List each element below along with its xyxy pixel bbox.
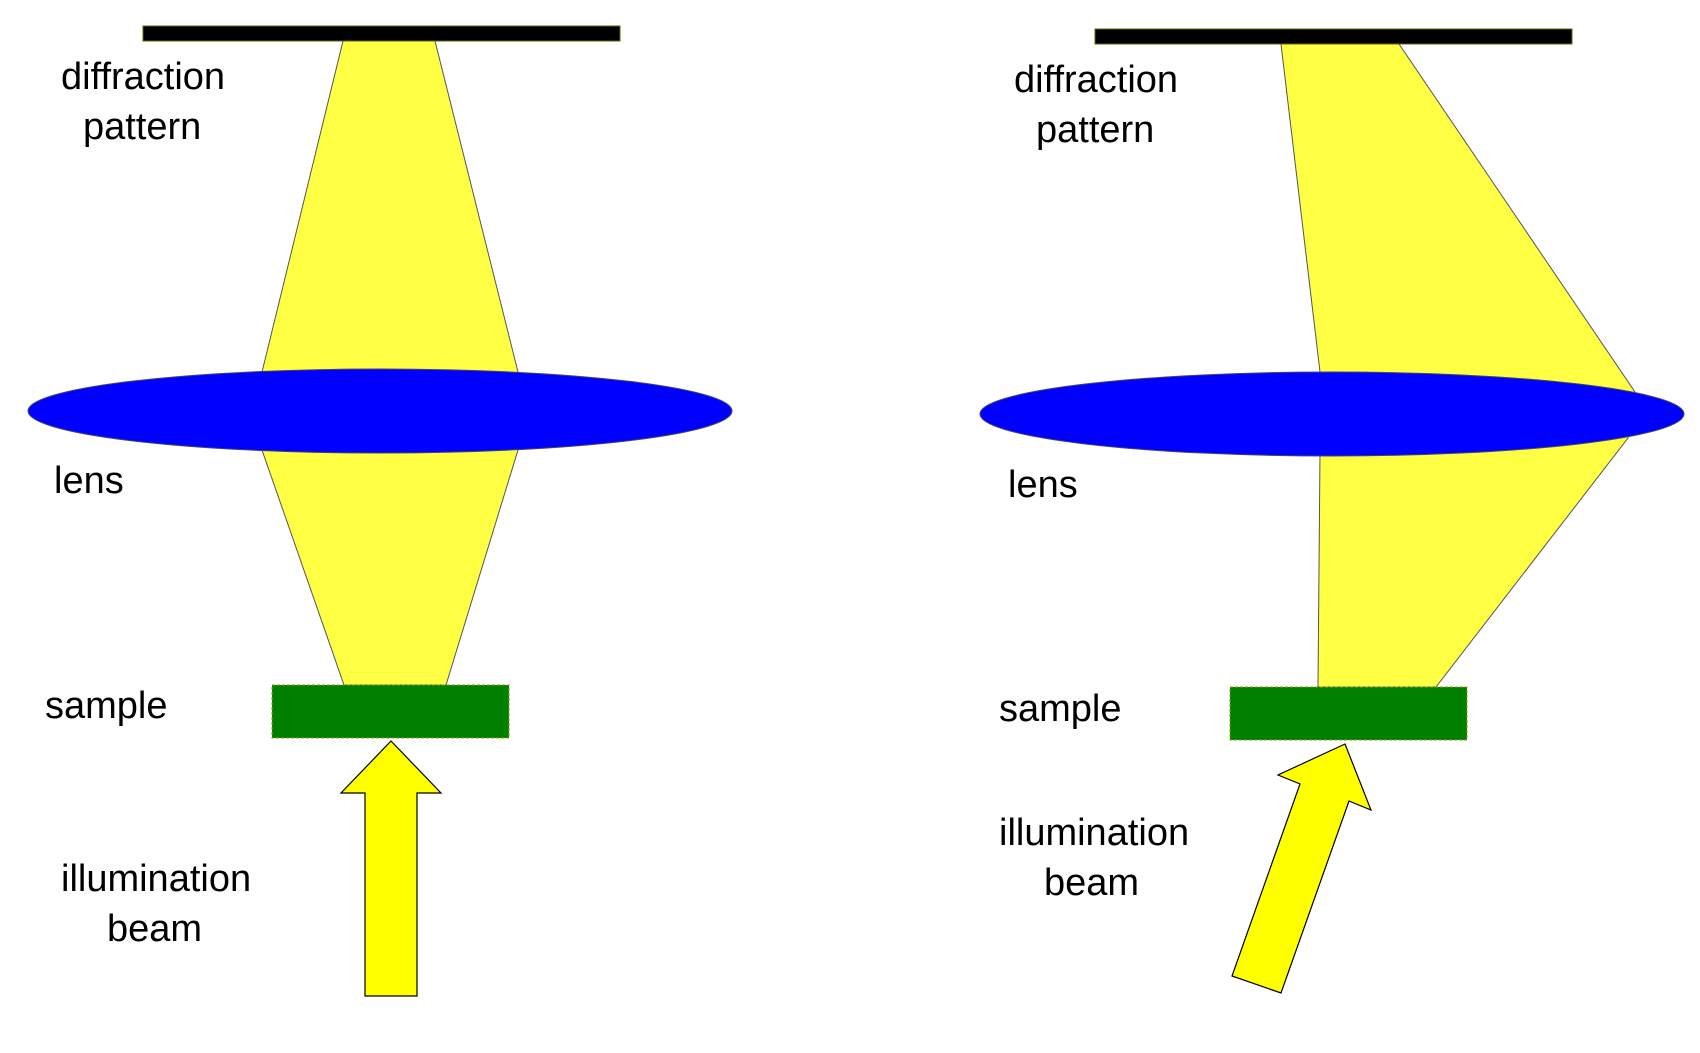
illumination-label-right-line2: beam xyxy=(1044,862,1139,904)
diffraction-label-right-line1: diffraction xyxy=(1014,59,1178,101)
illumination-label-right-line1: illumination xyxy=(999,812,1189,854)
panel-oblique-incidence: diffraction pattern lens sample illumina… xyxy=(979,28,1685,994)
lens-right xyxy=(979,371,1685,457)
illumination-label-left-line1: illumination xyxy=(61,858,251,900)
illumination-label-left-line2: beam xyxy=(107,908,202,950)
sample-right xyxy=(1229,686,1468,741)
light-cone-right xyxy=(1280,43,1636,688)
sample-label-right: sample xyxy=(999,688,1122,730)
diffraction-label-left-line2: pattern xyxy=(83,106,201,148)
light-cone-left xyxy=(261,40,519,686)
sample-left xyxy=(271,684,510,739)
illumination-arrow-left xyxy=(339,740,443,997)
diffraction-label-left-line1: diffraction xyxy=(61,56,225,98)
lens-label-right: lens xyxy=(1008,464,1078,506)
diffraction-label-right-line2: pattern xyxy=(1036,109,1154,151)
diffraction-screen-left xyxy=(142,25,621,42)
sample-label-left: sample xyxy=(45,685,168,727)
lens-left xyxy=(27,368,733,454)
diffraction-screen-right xyxy=(1094,28,1573,45)
illumination-arrow-right xyxy=(1231,743,1373,994)
lens-label-left: lens xyxy=(54,460,124,502)
panel-normal-incidence: diffraction pattern lens sample illumina… xyxy=(27,25,733,997)
